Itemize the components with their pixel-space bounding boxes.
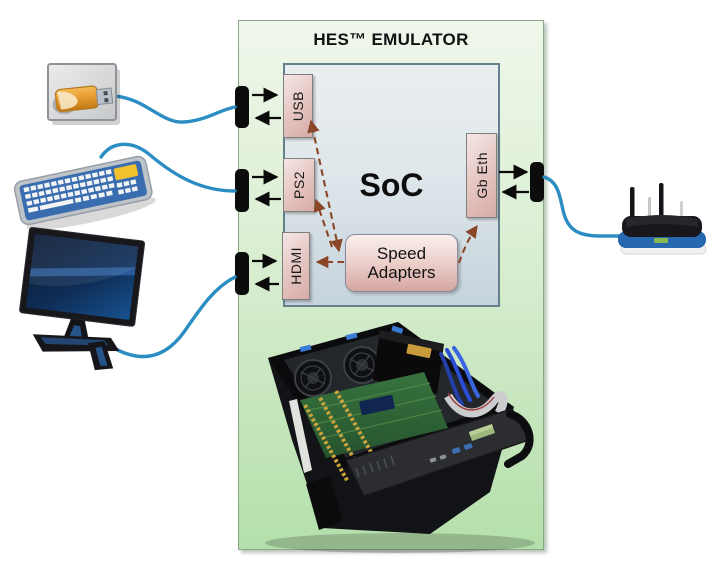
usb-flash-drive-icon	[47, 63, 120, 125]
speed-adapters-label: Speed Adapters	[367, 243, 436, 282]
soc-label: SoC	[359, 166, 424, 203]
monitor-icon	[19, 226, 146, 371]
port-gb-eth: Gb Eth	[466, 133, 497, 218]
port-ps2: PS2	[283, 158, 315, 212]
speed-adapters-box: Speed Adapters	[345, 234, 458, 292]
port-gb-eth-label: Gb Eth	[473, 152, 490, 199]
monitor-cable	[110, 275, 237, 359]
port-usb-label: USB	[290, 90, 306, 122]
usb-cable	[112, 94, 237, 124]
port-ps2-label: PS2	[291, 171, 307, 199]
port-hdmi: HDMI	[282, 232, 310, 300]
panel-title: HES™ EMULATOR	[313, 30, 469, 49]
port-hdmi-label: HDMI	[288, 247, 304, 285]
keyboard-cable	[99, 142, 237, 193]
port-usb: USB	[283, 74, 313, 138]
router-cable	[542, 175, 624, 238]
wireless-router-icon	[618, 183, 707, 255]
keyboard-icon	[13, 155, 156, 230]
